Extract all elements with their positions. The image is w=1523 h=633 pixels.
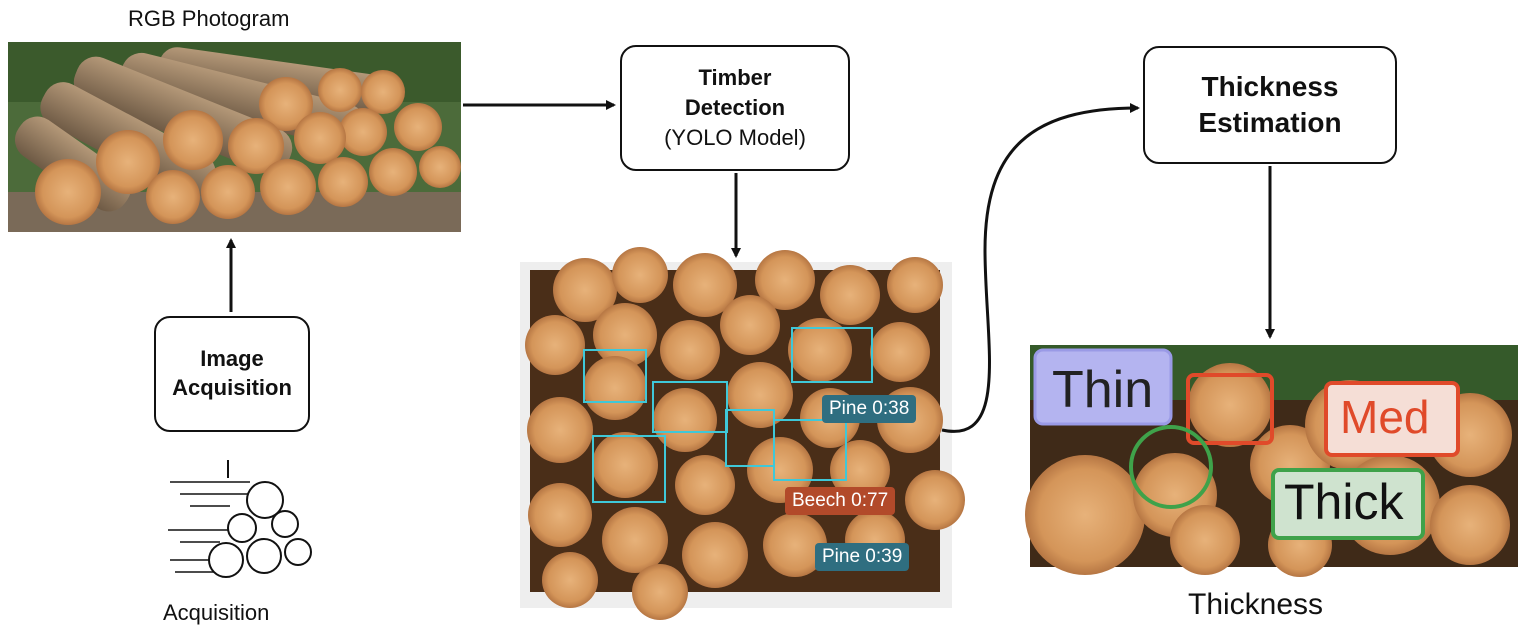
detection-boxes [583,327,873,503]
rgb-photogram-caption: RGB Photogram [128,6,290,31]
thickness-image [1025,345,1518,577]
med-label-bg [1324,381,1460,457]
image-acquisition-line1: Image [200,346,264,372]
timber-detection-line2: Detection [684,95,786,121]
detection-box [791,327,873,383]
arrow-detection-image-to-estimation [941,103,1140,433]
thick-detection-circle [1129,425,1213,509]
med-detection-box [1186,373,1274,445]
thick-label-bg [1271,468,1425,540]
timber-detection-line3: (YOLO Model) [664,124,806,150]
image-acquisition-line2: Acquisition [172,375,292,400]
thickness-estimation-line2: Estimation [1198,107,1342,138]
thickness-caption: Thickness [1188,588,1324,621]
thickness-estimation-line1: Thickness [1201,70,1339,102]
detection-label-pine-2: Pine 0:39 [815,543,910,571]
timber-detection-line1: Timber [698,65,772,91]
log-pile [14,47,461,225]
thin-label-bg [1033,348,1173,426]
acquisition-caption: Acquisition [163,600,270,625]
timber-detection-box: Timber Detection (YOLO Model) [620,45,850,171]
rgb-photogram-image [8,42,461,232]
detection-box [592,435,666,503]
image-acquisition-box: Image Acquisition [154,316,310,432]
thickness-class-thick: Thick [1284,474,1404,530]
detection-label-pine-1: Pine 0:38 [822,395,917,423]
detection-box [652,381,728,433]
thickness-estimation-box: Thickness Estimation [1143,46,1397,164]
thickness-class-med: Med [1340,391,1430,443]
thickness-class-thin: Thin [1052,361,1154,419]
detection-box [583,349,647,403]
detection-label-beech: Beech 0:77 [785,487,896,515]
detection-box [773,419,847,481]
log-stack-icon [168,460,312,578]
